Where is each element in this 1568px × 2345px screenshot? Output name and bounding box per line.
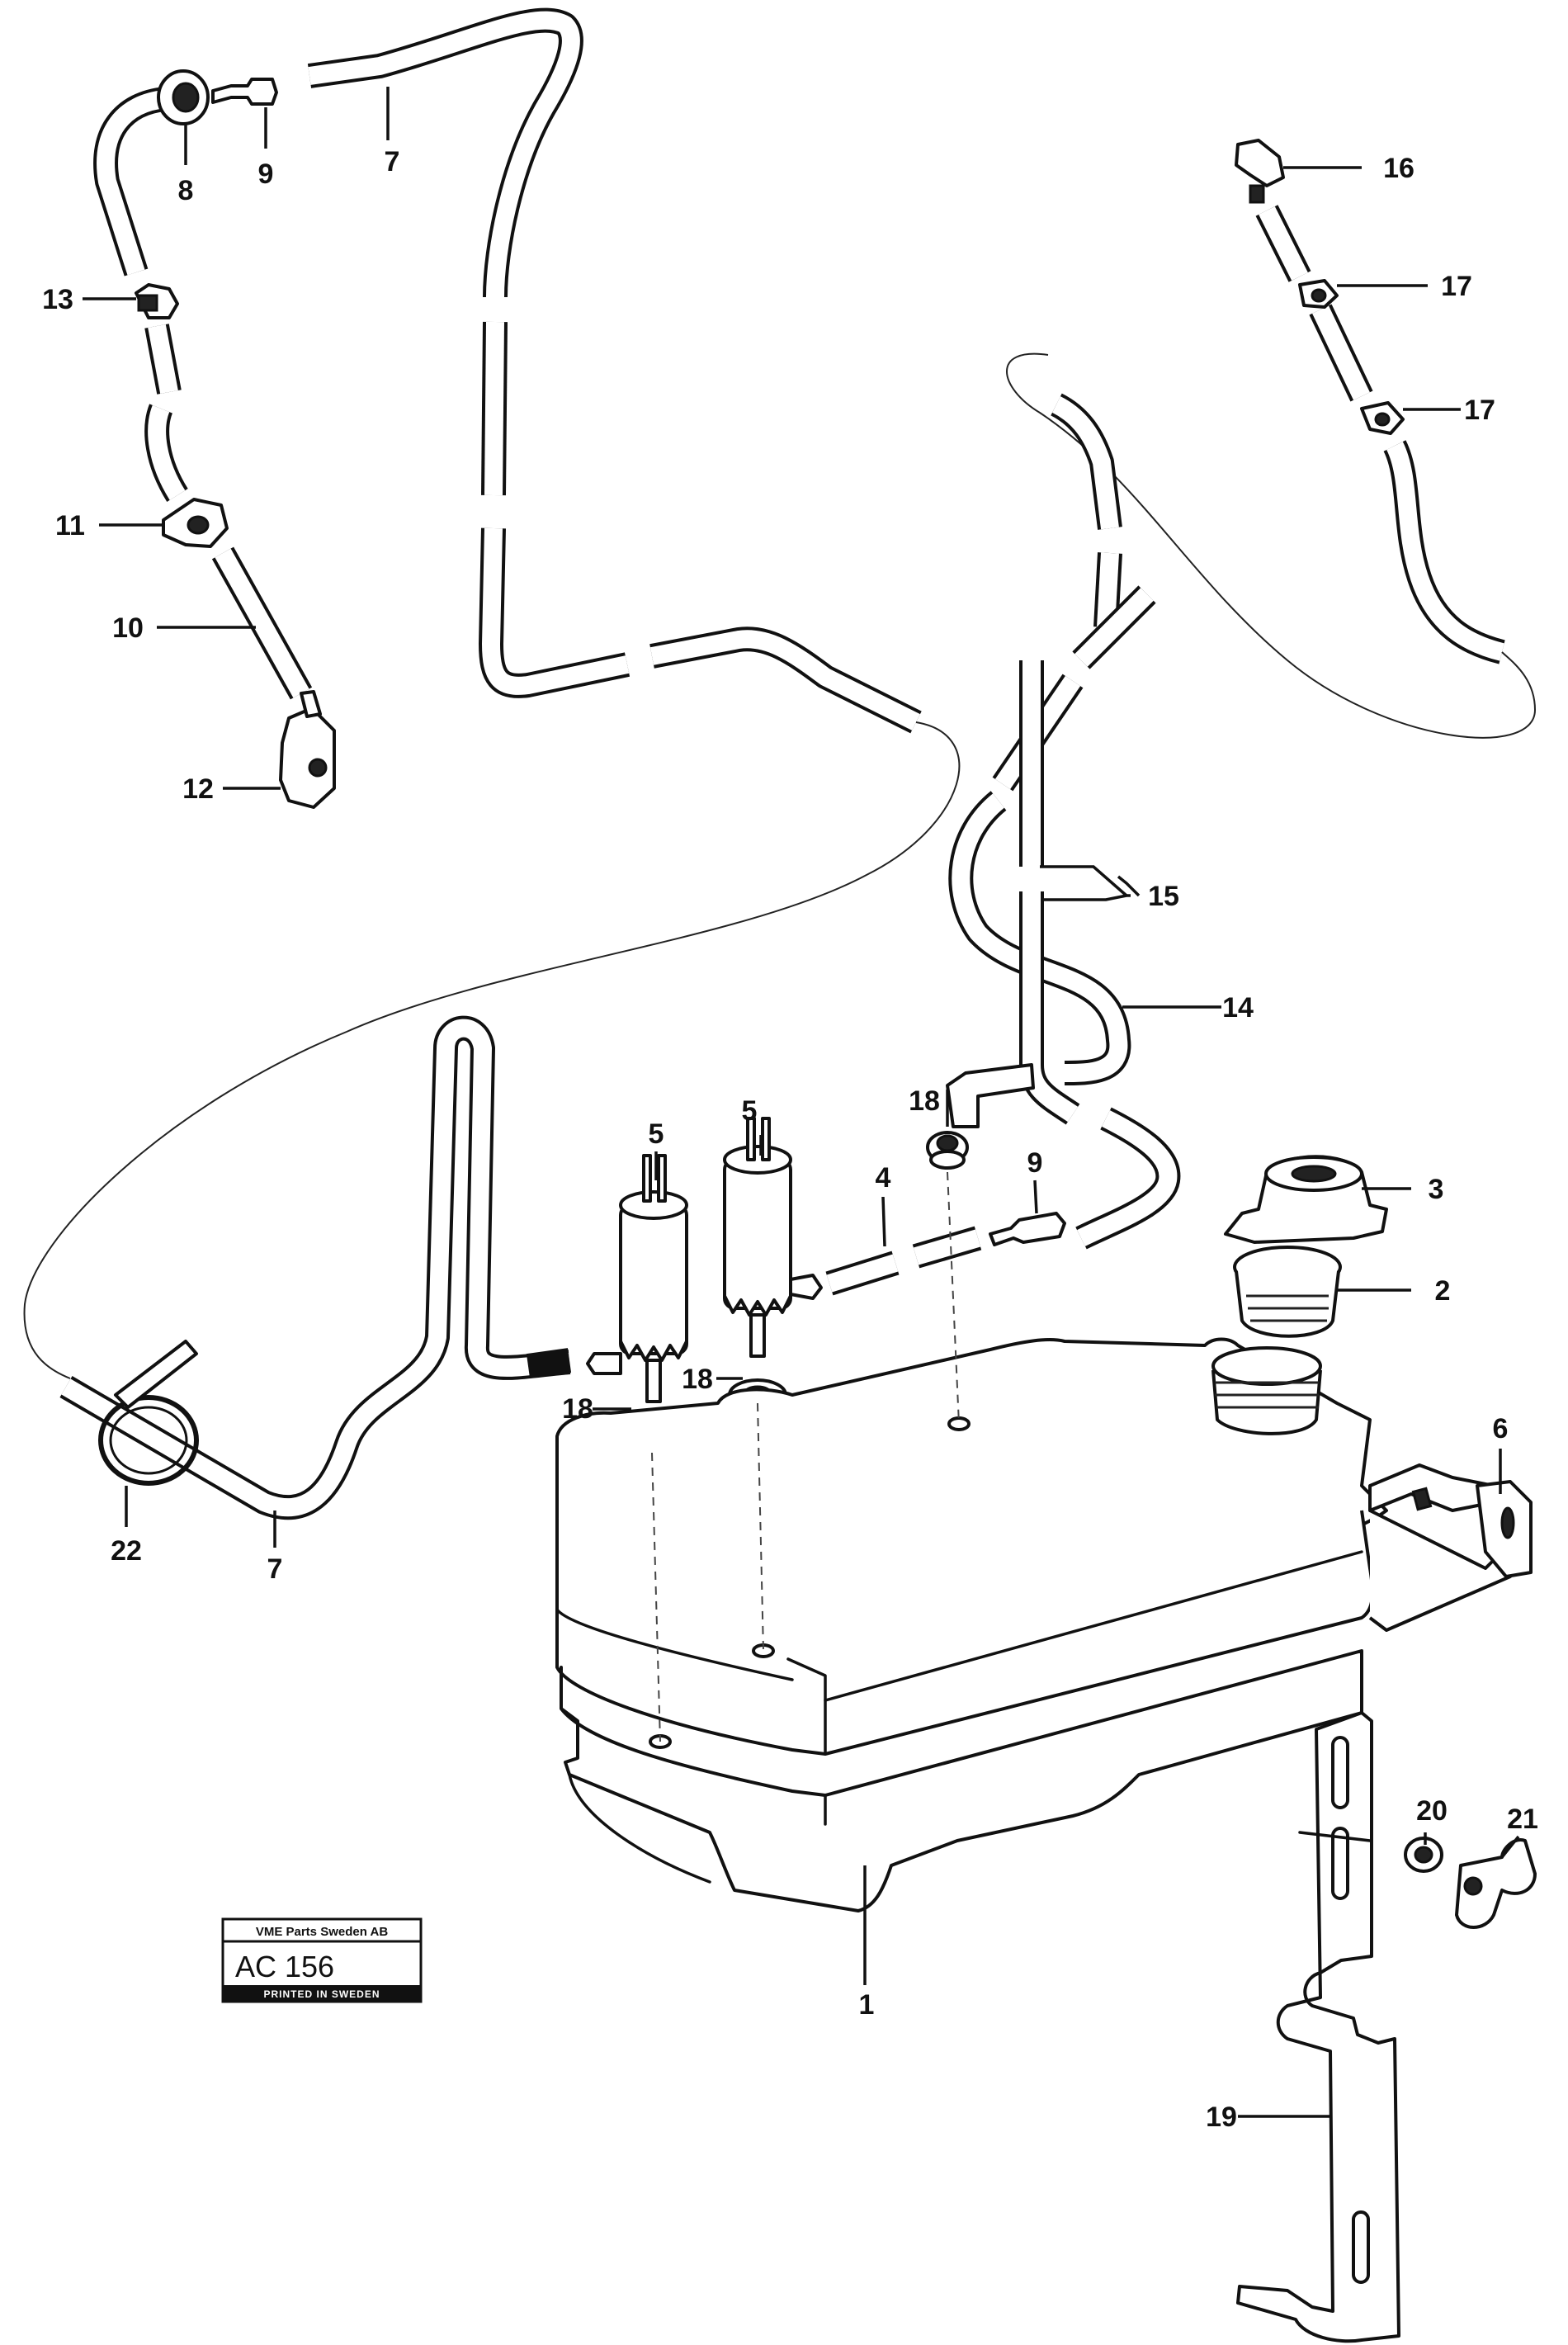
- elbow-connector: [946, 1063, 1035, 1128]
- callout-18-mid: 18: [682, 1364, 713, 1395]
- stamp-printed: PRINTED IN SWEDEN: [263, 1988, 380, 2000]
- callout-5-left: 5: [649, 1118, 664, 1150]
- callout-22: 22: [111, 1535, 142, 1567]
- clip-17-b: [1360, 401, 1405, 435]
- leader-lines: [83, 87, 1520, 2118]
- hose-14-15: [948, 393, 1181, 1250]
- grommet-18-right: [926, 1131, 969, 1170]
- callout-19: 19: [1206, 2102, 1237, 2133]
- wire-loop-right: [1006, 352, 1537, 739]
- callout-15: 15: [1148, 881, 1179, 912]
- callout-9-bottom: 9: [1027, 1147, 1043, 1179]
- strap-6: [1368, 1463, 1533, 1632]
- callout-11: 11: [55, 510, 85, 541]
- pump-5-right: [723, 1117, 823, 1358]
- callout-18-right: 18: [909, 1085, 940, 1117]
- washer-tank-1: [555, 1337, 1388, 1912]
- callout-9-top: 9: [258, 158, 274, 190]
- holder-11: [162, 498, 229, 548]
- callout-13: 13: [42, 284, 73, 315]
- nozzle-16: [1235, 139, 1285, 204]
- callout-labels: 8 9 7 13 11 10 12 16 17 17 15 14 5 5 4 1…: [42, 146, 1538, 2133]
- stamp-company: VME Parts Sweden AB: [256, 1925, 388, 1939]
- callout-17-b: 17: [1464, 395, 1495, 426]
- assembly-centre-lines: [651, 1171, 960, 1742]
- elbow-21: [1455, 1838, 1537, 1929]
- callout-21: 21: [1507, 1804, 1538, 1835]
- hose-stub-left: [526, 1348, 572, 1378]
- tubes-4: [825, 1226, 982, 1296]
- clip-17-a: [1298, 279, 1339, 309]
- callout-1: 1: [859, 1989, 875, 2021]
- clamp-22: [98, 1340, 199, 1486]
- nozzle-8: [157, 69, 210, 125]
- nozzle-12: [279, 690, 336, 809]
- cap-3: [1224, 1155, 1388, 1244]
- hose-7-top: [307, 7, 922, 734]
- strainer-2: [1233, 1246, 1342, 1338]
- callout-6: 6: [1493, 1413, 1509, 1444]
- connector-9-bottom: [989, 1212, 1066, 1246]
- stamp-code: AC 156: [235, 1950, 334, 1983]
- washer-20: [1404, 1837, 1443, 1873]
- callout-8: 8: [178, 175, 194, 206]
- pump-5-left: [586, 1154, 688, 1403]
- callout-3: 3: [1429, 1174, 1444, 1205]
- clip-13: [135, 283, 179, 319]
- callout-2: 2: [1435, 1275, 1451, 1307]
- callout-16: 16: [1383, 153, 1415, 184]
- callout-7-top: 7: [385, 146, 400, 177]
- hose-7-bottom: [59, 1015, 571, 1520]
- dashed-wire-routing: [23, 721, 961, 1379]
- callout-4: 4: [876, 1162, 891, 1194]
- callout-18-left: 18: [562, 1393, 593, 1425]
- callout-20: 20: [1416, 1795, 1448, 1827]
- parts-stamp: VME Parts Sweden AB AC 156 PRINTED IN SW…: [221, 1917, 423, 2003]
- callout-10: 10: [112, 612, 144, 644]
- connector-9-top: [211, 78, 278, 106]
- callout-5-right: 5: [742, 1095, 758, 1127]
- callout-7-bottom: 7: [267, 1553, 283, 1585]
- callout-12: 12: [182, 773, 214, 805]
- callout-17-a: 17: [1441, 271, 1472, 302]
- left-nozzle-hose-assembly: [93, 87, 313, 700]
- bracket-19: [1236, 1711, 1400, 2343]
- callout-14: 14: [1222, 992, 1254, 1024]
- right-nozzle-hose-assembly: [1255, 205, 1505, 664]
